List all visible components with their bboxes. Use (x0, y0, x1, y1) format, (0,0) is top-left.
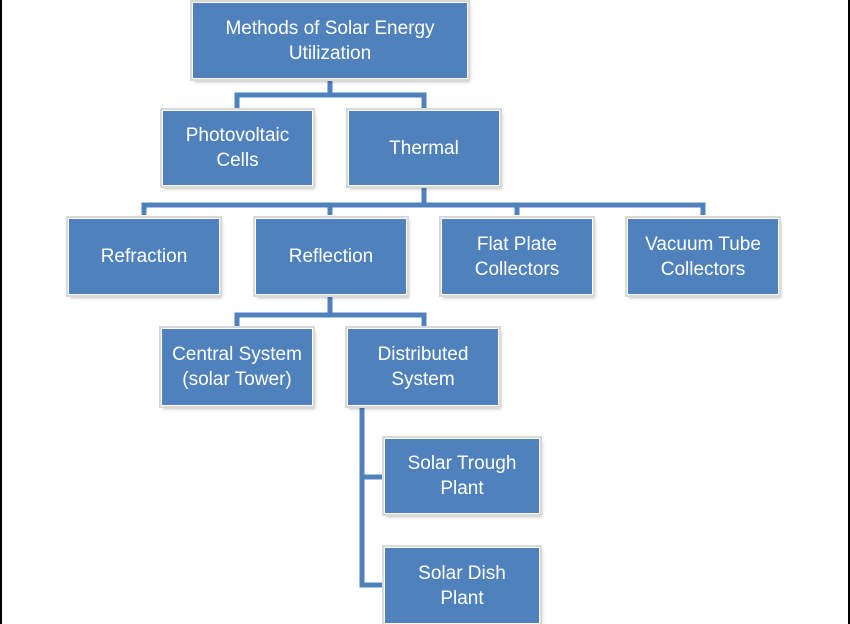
node-refraction-label: Refraction (100, 246, 188, 267)
node-central-system-label: Central System (solar Tower) (172, 344, 302, 390)
node-vacuum-tube-collectors: Vacuum Tube Collectors (627, 218, 779, 295)
connector-level2-bar (141, 202, 706, 215)
node-root-label: Methods of Solar Energy Utilization (225, 17, 435, 64)
node-root: Methods of Solar Energy Utilization (192, 2, 468, 79)
node-distributed-system: Distributed System (347, 328, 499, 406)
connector-distributed-plants (359, 407, 383, 588)
node-solar-trough-plant: Solar Trough Plant (384, 438, 540, 514)
node-solar-dish-plant: Solar Dish Plant (384, 547, 540, 624)
connector-reflection-distributed (330, 312, 427, 328)
connector-reflection-children (234, 296, 333, 328)
node-photovoltaic-cells-label: Photovoltaic Cells (185, 125, 290, 171)
node-reflection: Reflection (255, 218, 407, 295)
node-flat-plate-collectors: Flat Plate Collectors (441, 218, 593, 295)
node-vacuum-tube-collectors-label: Vacuum Tube Collectors (645, 233, 761, 280)
node-photovoltaic-cells: Photovoltaic Cells (162, 110, 313, 186)
node-reflection-label: Reflection (288, 246, 374, 267)
connector-root-photovoltaic (234, 79, 333, 110)
node-distributed-system-label: Distributed System (377, 344, 469, 390)
node-solar-dish-plant-label: Solar Dish Plant (418, 562, 506, 609)
node-thermal-label: Thermal (389, 137, 459, 159)
node-flat-plate-collectors-label: Flat Plate Collectors (474, 233, 560, 280)
node-thermal: Thermal (348, 110, 500, 186)
node-solar-trough-plant-label: Solar Trough Plant (407, 453, 517, 499)
connector-root-thermal (330, 92, 427, 110)
node-refraction: Refraction (68, 218, 220, 295)
node-central-system: Central System (solar Tower) (161, 328, 313, 406)
